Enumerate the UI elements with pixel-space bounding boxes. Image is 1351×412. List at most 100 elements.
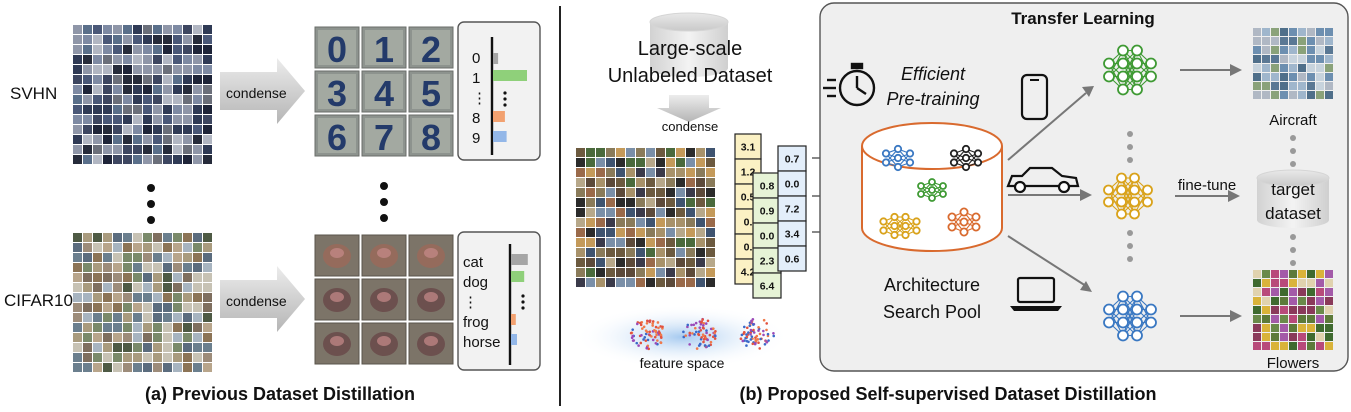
svhn-class-label: ⋮ xyxy=(472,90,487,107)
unlabeled-tile xyxy=(616,248,625,257)
flowers-tile xyxy=(1307,288,1315,296)
cifar-tile xyxy=(193,263,202,272)
svhn-cell-texture xyxy=(318,118,356,153)
svhn-tile xyxy=(173,35,182,44)
aircraft-tile xyxy=(1262,46,1270,54)
unlabeled-tile xyxy=(666,238,675,247)
svhn-tile xyxy=(133,145,142,154)
cifar-tile xyxy=(143,343,152,352)
feature-point xyxy=(659,325,662,328)
unlabeled-tile xyxy=(576,148,585,157)
svhn-tile xyxy=(183,105,192,114)
svhn-bar xyxy=(493,70,527,81)
cifar-tile xyxy=(163,303,172,312)
svhn-tile xyxy=(203,125,212,134)
cifar-tile xyxy=(73,363,82,372)
feature-point xyxy=(694,330,698,334)
unlabeled-tile xyxy=(606,178,615,187)
cifar-tile xyxy=(113,253,122,262)
feature-point xyxy=(702,327,705,330)
cifar-tile xyxy=(153,233,162,242)
feature-point xyxy=(653,328,656,332)
svhn-condensed-digit: 3 xyxy=(327,73,347,114)
svhn-tile xyxy=(103,45,112,54)
unlabeled-tile xyxy=(666,278,675,287)
green-network-node xyxy=(1131,57,1143,70)
flowers-label: Flowers xyxy=(1267,355,1320,372)
cifar-tile xyxy=(123,233,132,242)
svhn-tile xyxy=(193,135,202,144)
pool-red-network-node xyxy=(947,212,957,222)
unlabeled-tile xyxy=(676,148,685,157)
svhn-tile xyxy=(173,105,182,114)
cifar-tile xyxy=(73,243,82,252)
cifar-tile xyxy=(73,283,82,292)
unlabeled-tile xyxy=(656,218,665,227)
cifar-tile xyxy=(83,363,92,372)
cifar-tile xyxy=(143,273,152,282)
unlabeled-tile xyxy=(686,238,695,247)
unlabeled-image-mosaic xyxy=(576,148,715,287)
dot xyxy=(147,216,155,224)
svhn-tile xyxy=(153,145,162,154)
vector1-value: 1.2 xyxy=(741,167,756,179)
aircraft-tile xyxy=(1316,73,1324,81)
cifar-tile xyxy=(163,323,172,332)
flowers-tile xyxy=(1271,342,1279,350)
pool-orange-network-node xyxy=(901,221,910,231)
flowers-tile xyxy=(1253,342,1261,350)
cifar-tile xyxy=(123,343,132,352)
unlabeled-tile xyxy=(656,148,665,157)
svhn-tile xyxy=(173,135,182,144)
unlabeled-tile xyxy=(596,188,605,197)
feature-point xyxy=(684,334,688,337)
unlabeled-tile xyxy=(666,268,675,277)
orange-network-node xyxy=(1116,184,1127,196)
svhn-tile xyxy=(113,135,122,144)
flowers-tile xyxy=(1325,315,1333,323)
cifar-tile xyxy=(143,283,152,292)
aircraft-tile xyxy=(1307,55,1315,63)
svhn-tile xyxy=(143,145,152,154)
svhn-tile xyxy=(113,75,122,84)
feature-point xyxy=(700,320,703,323)
unlabeled-tile xyxy=(586,168,595,177)
unlabeled-tile xyxy=(646,238,655,247)
svhn-tile xyxy=(143,135,152,144)
svhn-tile xyxy=(103,65,112,74)
svhn-tile xyxy=(173,75,182,84)
flowers-tile xyxy=(1298,315,1306,323)
cifar-tile xyxy=(113,243,122,252)
unlabeled-tile xyxy=(646,208,655,217)
feature-point xyxy=(739,337,743,341)
unlabeled-tile xyxy=(596,218,605,227)
svhn-tile xyxy=(103,55,112,64)
cifar-tile xyxy=(83,333,92,342)
feature-point xyxy=(765,322,769,325)
svhn-tile xyxy=(83,95,92,104)
feature-point xyxy=(641,327,644,330)
feature-point xyxy=(713,337,717,340)
orange-network-node xyxy=(1103,196,1114,208)
cifar-class-label: horse xyxy=(463,334,501,351)
unlabeled-tile xyxy=(616,238,625,247)
unlabeled-tile xyxy=(676,178,685,187)
svhn-tile xyxy=(133,95,142,104)
unlabeled-tile xyxy=(646,258,655,267)
svhn-tile xyxy=(163,55,172,64)
unlabeled-tile xyxy=(636,278,645,287)
cifar-tile xyxy=(193,233,202,242)
unlabeled-tile xyxy=(676,218,685,227)
unlabeled-tile xyxy=(626,258,635,267)
pool-black-network-node xyxy=(961,153,971,163)
cifar-tile xyxy=(183,333,192,342)
feature-point xyxy=(699,328,703,332)
svhn-tile xyxy=(123,125,132,134)
feature-point xyxy=(639,323,643,327)
cifar-tile xyxy=(183,273,192,282)
cifar-tile xyxy=(113,263,122,272)
vector2-value: 2.3 xyxy=(760,256,775,268)
feature-point xyxy=(695,347,699,350)
unlabeled-tile xyxy=(686,268,695,277)
